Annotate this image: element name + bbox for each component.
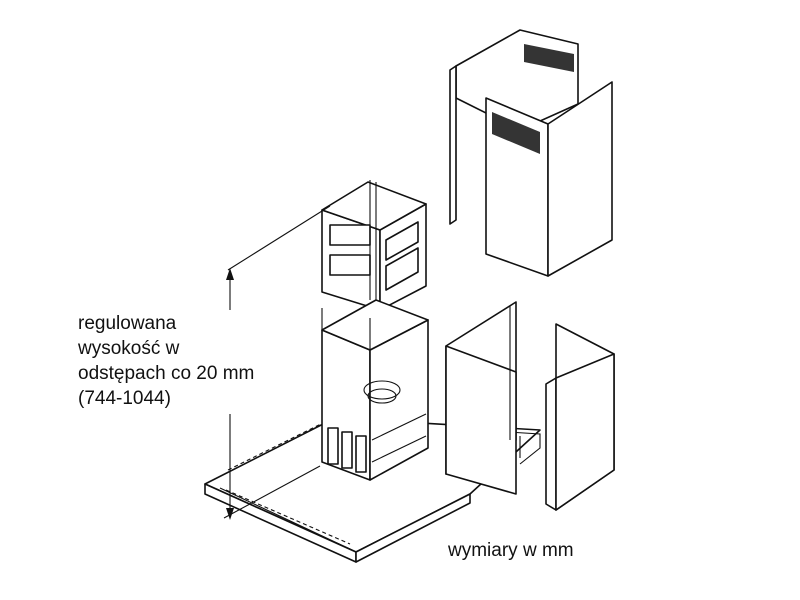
height-label-line-1: regulowana	[78, 313, 177, 334]
height-label-line-3: odstępach co 20 mm	[78, 363, 255, 384]
upper-chimney-cover-front	[485, 81, 613, 277]
lower-chimney-cover-right	[545, 323, 615, 511]
dimension-arrow-down	[226, 508, 234, 520]
height-label-line-2: wysokość w	[78, 338, 180, 359]
height-label-line-4: (744-1044)	[78, 388, 171, 409]
lower-frame	[321, 299, 429, 481]
dimensions-note: wymiary w mm	[448, 540, 574, 561]
adjustable-height-label: regulowana wysokość w odstępach co 20 mm…	[78, 311, 254, 411]
upper-frame	[321, 180, 427, 311]
height-dimension	[223, 205, 331, 520]
dimension-arrow-up	[226, 268, 234, 280]
lower-chimney-cover-left	[445, 301, 517, 495]
